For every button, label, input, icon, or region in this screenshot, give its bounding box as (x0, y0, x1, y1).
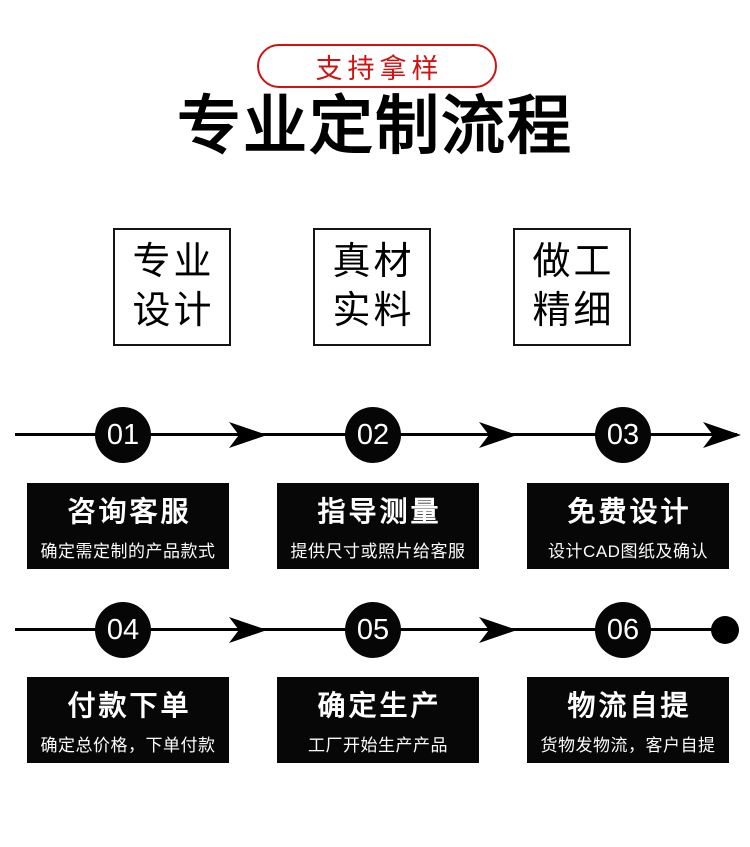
flow-row-2: 04 05 06 (0, 602, 750, 658)
step-title: 免费设计 (567, 496, 692, 527)
step-title: 付款下单 (67, 690, 192, 721)
feature-line: 精细 (532, 290, 615, 332)
feature-box-fine-workmanship: 做工 精细 (513, 228, 631, 346)
feature-box-professional-design: 专业 设计 (113, 228, 231, 346)
step-circle-02: 02 (345, 407, 401, 463)
step-description: 工厂开始生产产品 (308, 736, 448, 755)
flow-end-dot (711, 616, 739, 644)
step-description: 确定需定制的产品款式 (40, 542, 216, 561)
flow-row-1: 01 02 03 (0, 407, 750, 463)
feature-line: 实料 (332, 290, 415, 332)
feature-box-real-materials: 真材 实料 (313, 228, 431, 346)
step-title: 物流自提 (567, 690, 692, 721)
step-circle-05: 05 (345, 602, 401, 658)
step-number: 03 (606, 418, 640, 451)
step-number: 02 (356, 418, 390, 451)
step-description: 设计CAD图纸及确认 (548, 542, 708, 561)
feature-line: 真材 (332, 241, 415, 284)
step-title: 确定生产 (317, 690, 442, 721)
step-description: 确定总价格，下单付款 (40, 736, 216, 755)
feature-line: 做工 (532, 241, 615, 284)
sample-support-badge-label: 支持拿样 (315, 53, 444, 84)
step-box-logistics-pickup: 物流自提 货物发物流，客户自提 (527, 677, 729, 763)
step-number: 01 (106, 418, 140, 451)
step-box-guided-measurement: 指导测量 提供尺寸或照片给客服 (277, 483, 479, 569)
step-title: 指导测量 (317, 496, 442, 527)
step-box-confirm-production: 确定生产 工厂开始生产产品 (277, 677, 479, 763)
page-title: 专业定制流程 (177, 90, 573, 162)
step-box-pay-order: 付款下单 确定总价格，下单付款 (27, 677, 229, 763)
step-description: 货物发物流，客户自提 (540, 736, 716, 755)
sample-support-badge: 支持拿样 (257, 44, 497, 88)
step-box-free-design: 免费设计 设计CAD图纸及确认 (527, 483, 729, 569)
step-number: 05 (356, 613, 390, 646)
feature-line: 专业 (132, 241, 215, 284)
step-number: 04 (106, 613, 140, 646)
step-box-consult-service: 咨询客服 确定需定制的产品款式 (27, 483, 229, 569)
step-circle-04: 04 (95, 602, 151, 658)
step-title: 咨询客服 (67, 496, 192, 527)
step-circle-01: 01 (95, 407, 151, 463)
step-number: 06 (606, 613, 640, 646)
feature-line: 设计 (132, 290, 215, 332)
step-description: 提供尺寸或照片给客服 (290, 542, 466, 561)
step-circle-06: 06 (595, 602, 651, 658)
step-circle-03: 03 (595, 407, 651, 463)
